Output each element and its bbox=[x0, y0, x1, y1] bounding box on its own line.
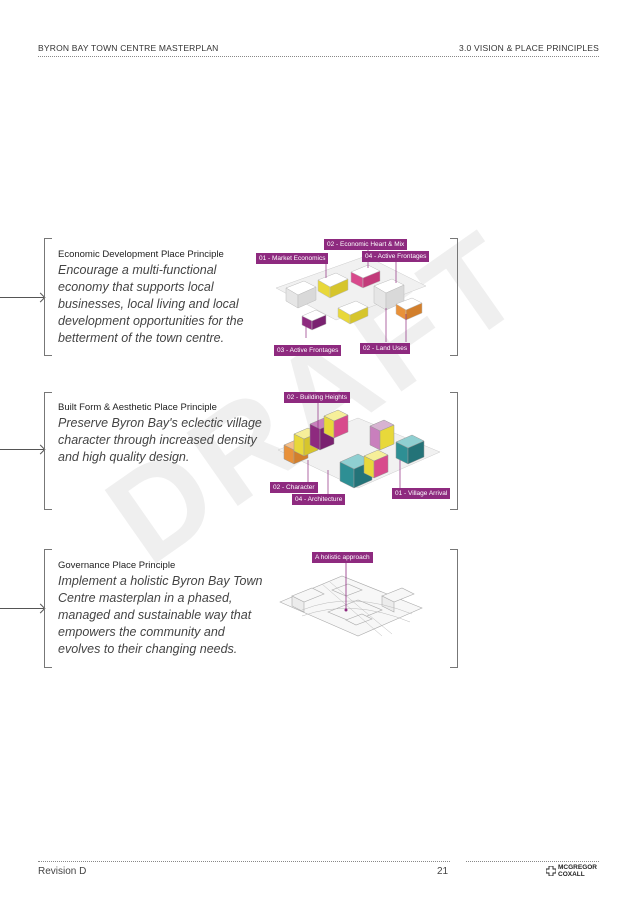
section-title: 3.0 VISION & PLACE PRINCIPLES bbox=[459, 43, 599, 53]
principle-text: Encourage a multi-functional economy tha… bbox=[58, 263, 244, 345]
bracket-right bbox=[450, 238, 458, 356]
mcgregor-coxall-logo: MCGREGOR COXALL bbox=[546, 864, 597, 878]
logo-line-1: MCGREGOR bbox=[558, 864, 597, 871]
footer-divider-right bbox=[466, 861, 599, 862]
tag-label: 01 - Market Economics bbox=[256, 253, 329, 264]
principle-title: Economic Development Place Principle bbox=[58, 249, 224, 260]
principle-text: Implement a holistic Byron Bay Town Cent… bbox=[58, 574, 263, 656]
logo-line-2: COXALL bbox=[558, 871, 585, 878]
bracket-left bbox=[44, 392, 52, 510]
footer-divider bbox=[38, 861, 450, 862]
principle-title: Built Form & Aesthetic Place Principle bbox=[58, 402, 217, 413]
header-divider bbox=[38, 56, 599, 57]
bracket-right bbox=[450, 392, 458, 510]
revision-label: Revision D bbox=[38, 866, 87, 877]
bracket-left bbox=[44, 238, 52, 356]
governance-illustration: A holistic approach bbox=[272, 550, 432, 650]
principle-title: Governance Place Principle bbox=[58, 560, 176, 571]
document-title: BYRON BAY TOWN CENTRE MASTERPLAN bbox=[38, 43, 219, 53]
principle-text: Preserve Byron Bay's eclectic village ch… bbox=[58, 416, 262, 464]
holistic-massing-image bbox=[279, 562, 423, 637]
bracket-left bbox=[44, 549, 52, 668]
tag-label: 04 - Active Frontages bbox=[362, 251, 430, 262]
tag-label: 02 - Building Heights bbox=[284, 392, 350, 403]
tag-label: 03 - Active Frontages bbox=[274, 345, 342, 356]
arrow-icon bbox=[0, 297, 44, 298]
built-form-illustration: 02 - Building Heights 02 - Character 04 … bbox=[268, 390, 451, 505]
tag-label: A holistic approach bbox=[312, 552, 373, 563]
logo-text: MCGREGOR COXALL bbox=[558, 864, 597, 878]
economic-illustration: 02 - Economic Heart & Mix 01 - Market Ec… bbox=[256, 238, 436, 358]
isometric-buildings-image bbox=[277, 402, 441, 494]
isometric-blocks-image bbox=[275, 250, 427, 342]
page-number: 21 bbox=[437, 866, 449, 877]
tag-label: 02 - Land Uses bbox=[360, 343, 411, 354]
cross-icon bbox=[546, 866, 556, 876]
arrow-icon bbox=[0, 608, 44, 609]
tag-label: 01 - Village Arrival bbox=[392, 488, 451, 499]
arrow-icon bbox=[0, 449, 44, 450]
tag-label: 04 - Architecture bbox=[292, 494, 346, 505]
tag-label: 02 - Economic Heart & Mix bbox=[324, 239, 408, 250]
tag-label: 02 - Character bbox=[270, 482, 318, 493]
bracket-right bbox=[450, 549, 458, 668]
